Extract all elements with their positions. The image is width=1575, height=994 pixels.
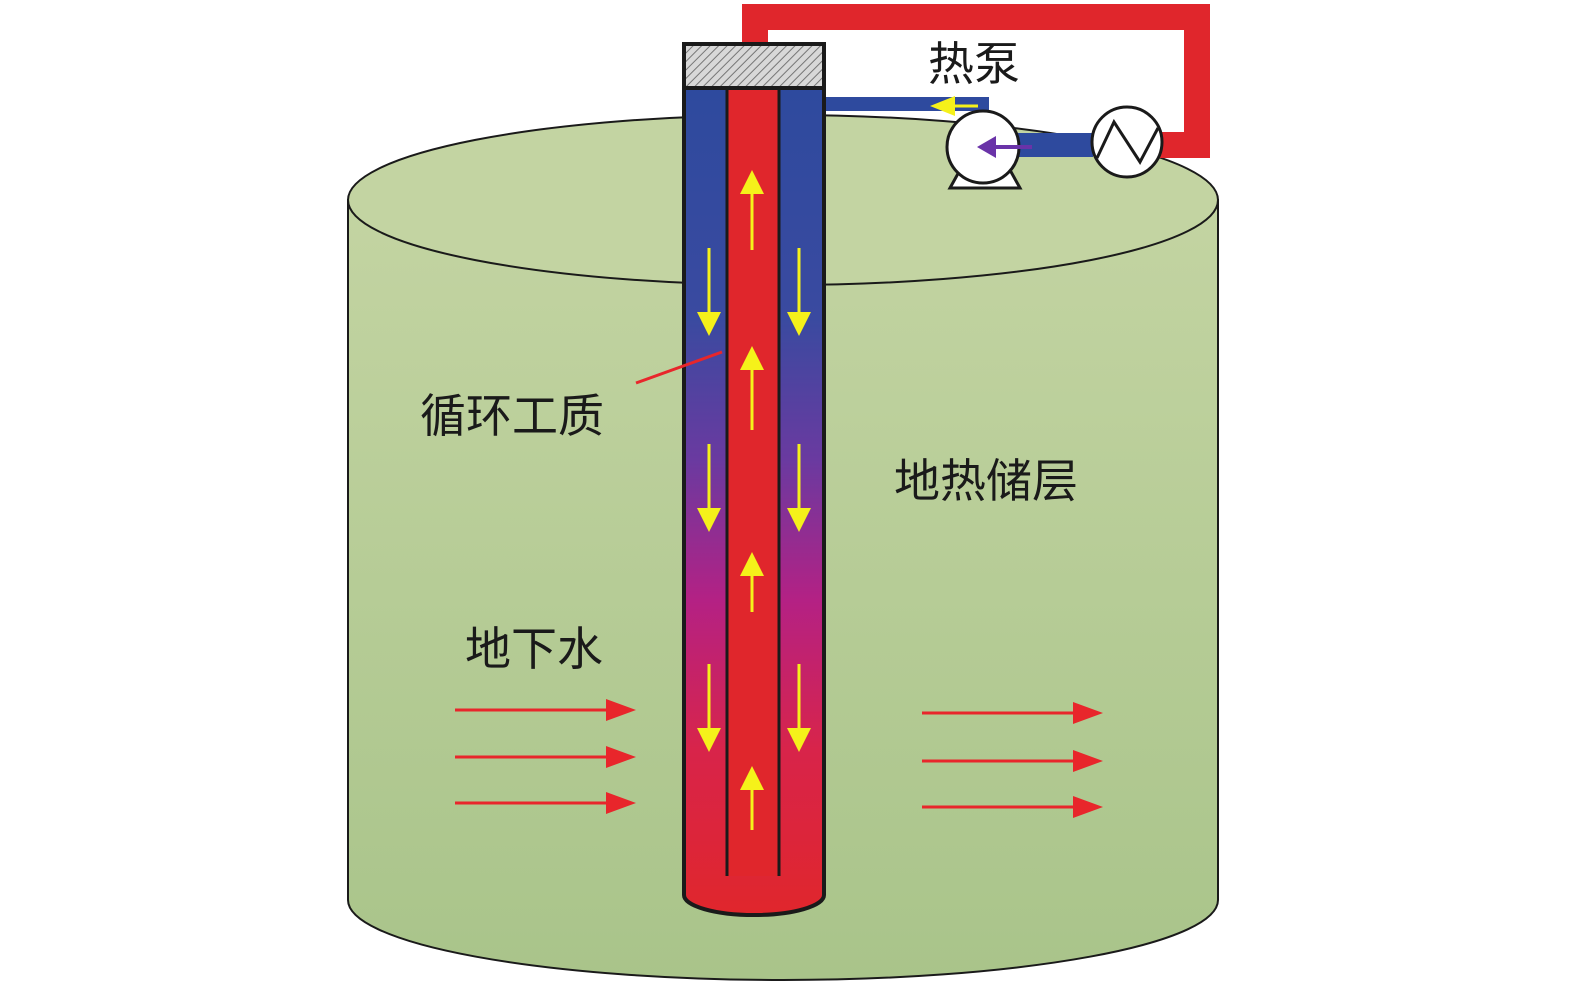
groundwater-flow-arrow bbox=[455, 699, 636, 721]
downflow-arrow bbox=[787, 664, 811, 752]
circulation-pump-icon bbox=[945, 109, 1032, 190]
heat-exchanger-icon bbox=[1090, 105, 1164, 179]
upflow-arrow bbox=[740, 346, 764, 430]
flow-arrows bbox=[697, 170, 811, 830]
working-fluid-leader bbox=[635, 350, 723, 385]
upflow-arrow bbox=[740, 170, 764, 250]
wellhead-cap-icon bbox=[682, 42, 826, 90]
upflow-arrow bbox=[740, 766, 764, 830]
downflow-arrow bbox=[697, 664, 721, 752]
working-fluid-label: 循环工质 bbox=[420, 389, 604, 443]
borehole-heat-exchanger bbox=[682, 42, 826, 917]
heat-pump-label: 热泵 bbox=[928, 37, 1020, 91]
heat-pump-loop bbox=[742, 4, 1210, 158]
groundwater-flow-arrow bbox=[455, 792, 636, 814]
groundwater-arrows bbox=[455, 699, 1103, 818]
downflow-arrow bbox=[787, 248, 811, 336]
downflow-arrow bbox=[697, 444, 721, 532]
geothermal-reservoir-label: 地热储层 bbox=[894, 454, 1078, 508]
groundwater-flow-arrow bbox=[922, 750, 1103, 772]
pump-outlet-arrow bbox=[930, 96, 978, 116]
groundwater-label: 地下水 bbox=[465, 622, 603, 676]
upflow-arrow bbox=[740, 552, 764, 612]
groundwater-flow-arrow bbox=[922, 702, 1103, 724]
groundwater-flow-arrow bbox=[922, 796, 1103, 818]
groundwater-flow-arrow bbox=[455, 746, 636, 768]
downflow-arrow bbox=[787, 444, 811, 532]
downflow-arrow bbox=[697, 248, 721, 336]
